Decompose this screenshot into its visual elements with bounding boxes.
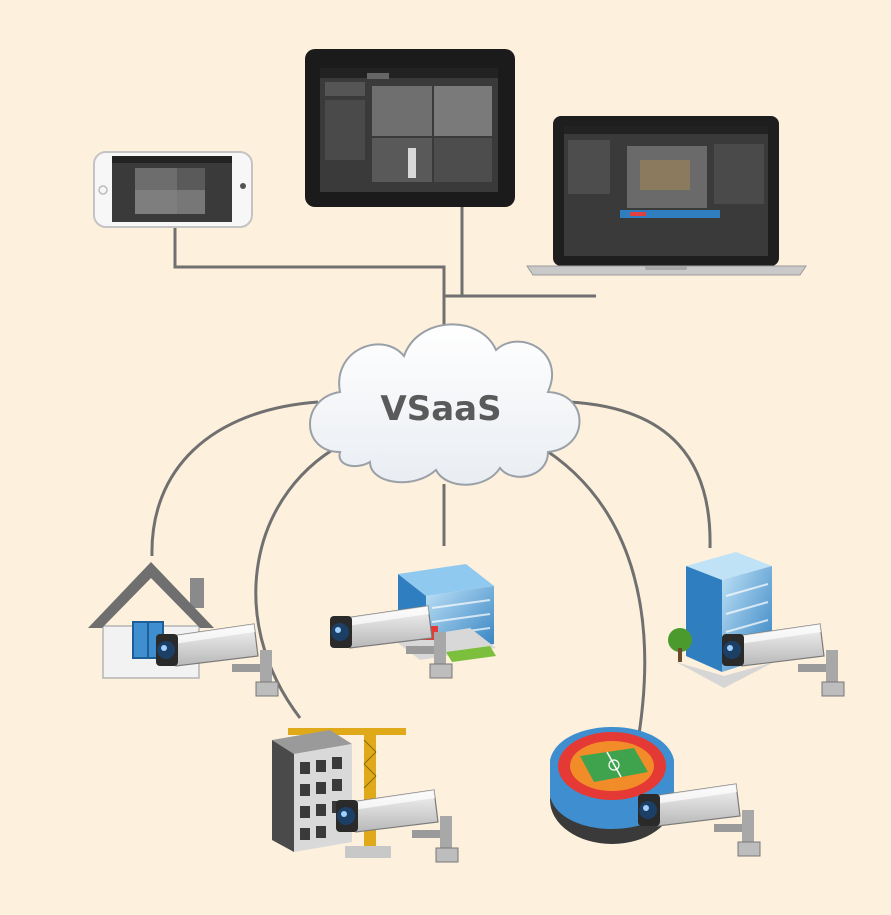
house-camera-icon (88, 562, 279, 697)
smartphone-icon (93, 151, 253, 228)
cloud-label: VSaaS (380, 389, 501, 429)
stadium-camera-icon (550, 727, 761, 857)
hospital-camera-icon (329, 564, 496, 679)
office-building-camera-icon (668, 552, 845, 697)
tablet-icon (305, 49, 515, 207)
client-connectors (173, 206, 596, 330)
laptop-icon (526, 116, 807, 276)
construction-site-camera-icon (272, 728, 459, 863)
site-connectors (150, 400, 712, 753)
vsaas-cloud: VSaaS (309, 323, 581, 486)
